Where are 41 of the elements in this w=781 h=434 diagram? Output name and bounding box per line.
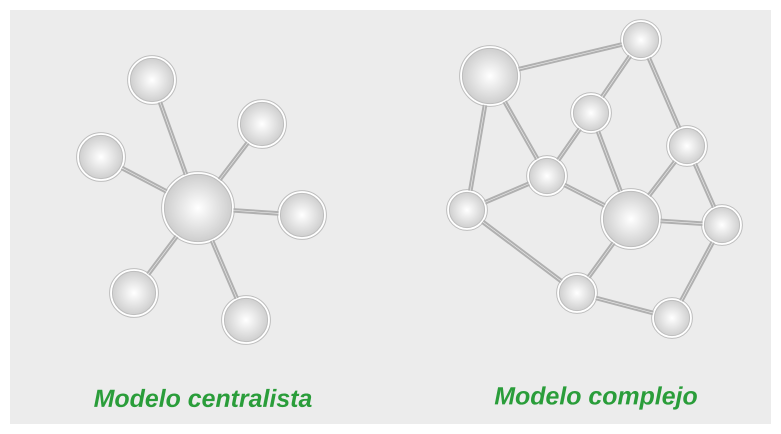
circle <box>446 189 488 231</box>
circle <box>459 45 521 107</box>
connector-line <box>586 241 616 279</box>
circle <box>526 155 568 197</box>
connector-line <box>660 218 703 226</box>
connector-line <box>218 141 250 182</box>
connector-line <box>596 130 623 192</box>
caption: Modelo centralista <box>94 388 312 408</box>
connector-line <box>679 241 715 302</box>
circle <box>161 171 235 245</box>
connector-line <box>233 208 279 216</box>
connector-line <box>502 100 540 160</box>
circle <box>701 204 743 246</box>
connector-line <box>600 54 632 98</box>
circle <box>651 297 693 339</box>
caption: Modelo complejo <box>494 386 697 410</box>
circle <box>237 99 287 149</box>
circle <box>556 272 598 314</box>
circle <box>277 190 327 240</box>
connector-line <box>692 162 716 208</box>
connector-line <box>647 160 677 197</box>
connector-line <box>468 104 488 192</box>
circle <box>570 92 612 134</box>
circle <box>600 188 662 250</box>
circle <box>666 125 708 167</box>
circle <box>221 295 271 345</box>
connector-line <box>518 42 623 72</box>
connector-line <box>646 56 682 130</box>
connector-line <box>563 182 606 208</box>
connector-line <box>481 220 563 284</box>
connector-line <box>484 182 530 204</box>
connector-line <box>595 296 654 316</box>
connector-line <box>146 234 178 276</box>
connector-line <box>158 101 188 176</box>
circle <box>109 268 159 318</box>
connector-line <box>120 166 168 194</box>
circle <box>76 132 126 182</box>
circle <box>620 19 662 61</box>
circle <box>127 55 177 105</box>
connector-line <box>556 128 582 162</box>
connector-line <box>210 240 239 300</box>
